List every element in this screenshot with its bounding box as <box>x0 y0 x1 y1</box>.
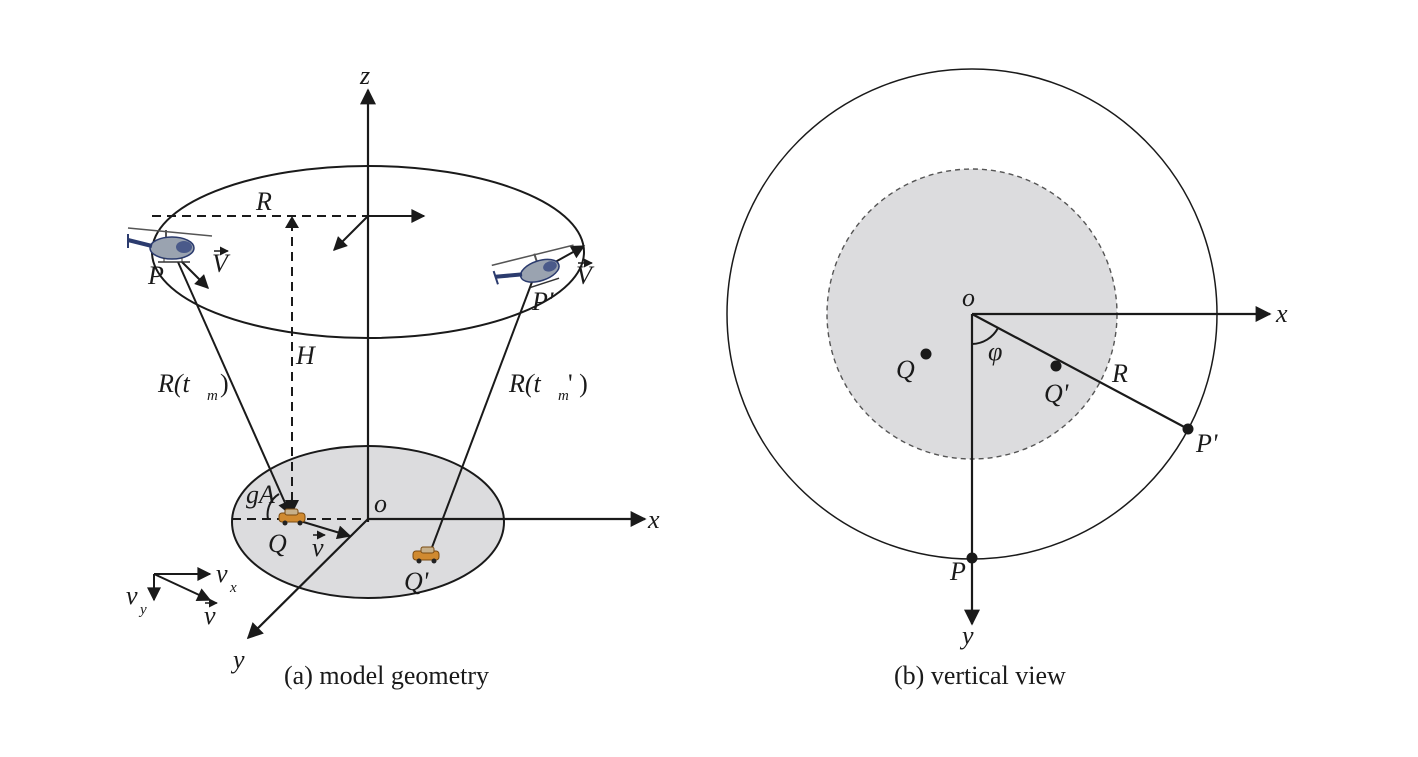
svg-text:): ) <box>220 369 229 398</box>
range-line-right <box>430 281 533 551</box>
radius-line <box>971 313 1189 430</box>
origin-label: o <box>374 489 387 518</box>
legend-vy-label: v y <box>126 581 147 618</box>
platform-label: P <box>147 261 164 290</box>
target-velocity-arrow <box>299 520 352 540</box>
z-axis-label: z <box>359 61 370 90</box>
top-radius-label: R <box>1111 359 1128 388</box>
target-car-icon <box>278 508 306 526</box>
top-P-label: P <box>949 557 966 586</box>
height-label: H <box>295 341 316 370</box>
panel-a-caption: (a) model geometry <box>284 661 489 690</box>
panel-b-caption: (b) vertical view <box>894 661 1066 690</box>
target-velocity-label: v <box>312 533 324 562</box>
range-right-label: R(t m ' ) <box>508 369 588 404</box>
panel-b-vertical-view: o x y φ R P P' Q Q' (b) vertical view <box>726 68 1288 690</box>
x-axis-label: x <box>647 505 660 534</box>
phi-angle-arc <box>971 327 999 345</box>
point-Q-prime <box>1050 360 1062 372</box>
top-Q-prime-label: Q' <box>1044 379 1069 408</box>
phi-label: φ <box>988 337 1002 366</box>
velocity-left-label: V <box>212 249 231 278</box>
platform-prime-label: P' <box>531 287 554 316</box>
svg-text:R(t: R(t <box>508 369 542 398</box>
target-prime-car-icon <box>412 546 440 564</box>
top-x-axis-label: x <box>1275 299 1288 328</box>
legend-v-label: v <box>204 601 216 630</box>
svg-text:v: v <box>216 559 228 588</box>
range-left-label: R(t m ) <box>157 369 229 404</box>
svg-text:m: m <box>207 388 218 404</box>
legend-vx-label: v x <box>216 559 237 596</box>
range-line-left <box>177 261 292 516</box>
radius-label: R <box>255 187 272 216</box>
target-prime-label: Q' <box>404 567 429 596</box>
y-axis-label: y <box>230 645 245 674</box>
svg-text:' ): ' ) <box>568 369 588 398</box>
top-P-prime-label: P' <box>1195 429 1218 458</box>
top-origin-label: o <box>962 283 975 312</box>
grazing-angle-label: gA <box>246 480 275 509</box>
helicopter-left-icon <box>127 227 213 263</box>
target-label: Q <box>268 529 287 558</box>
grazing-angle-arc <box>266 493 280 520</box>
point-Q <box>920 348 932 360</box>
velocity-right-label: V <box>576 261 595 290</box>
top-y-axis-label: y <box>959 621 974 650</box>
point-P <box>966 552 978 564</box>
platform-velocity-arrow-left <box>181 261 209 289</box>
svg-text:R(t: R(t <box>157 369 191 398</box>
point-P-prime <box>1182 423 1194 435</box>
top-Q-label: Q <box>896 355 915 384</box>
orbit-center-arrow-y <box>333 215 369 251</box>
svg-text:m: m <box>558 388 569 404</box>
panel-a-model-geometry: z x y o R H gA P P' V V Q Q' v R(t m ) R… <box>126 61 660 690</box>
svg-text:x: x <box>229 580 237 596</box>
height-arrow-top <box>285 216 299 228</box>
svg-text:v: v <box>126 581 138 610</box>
svg-text:y: y <box>138 602 147 618</box>
legend-v-arrow <box>153 573 212 602</box>
helicopter-right-icon <box>491 244 574 289</box>
